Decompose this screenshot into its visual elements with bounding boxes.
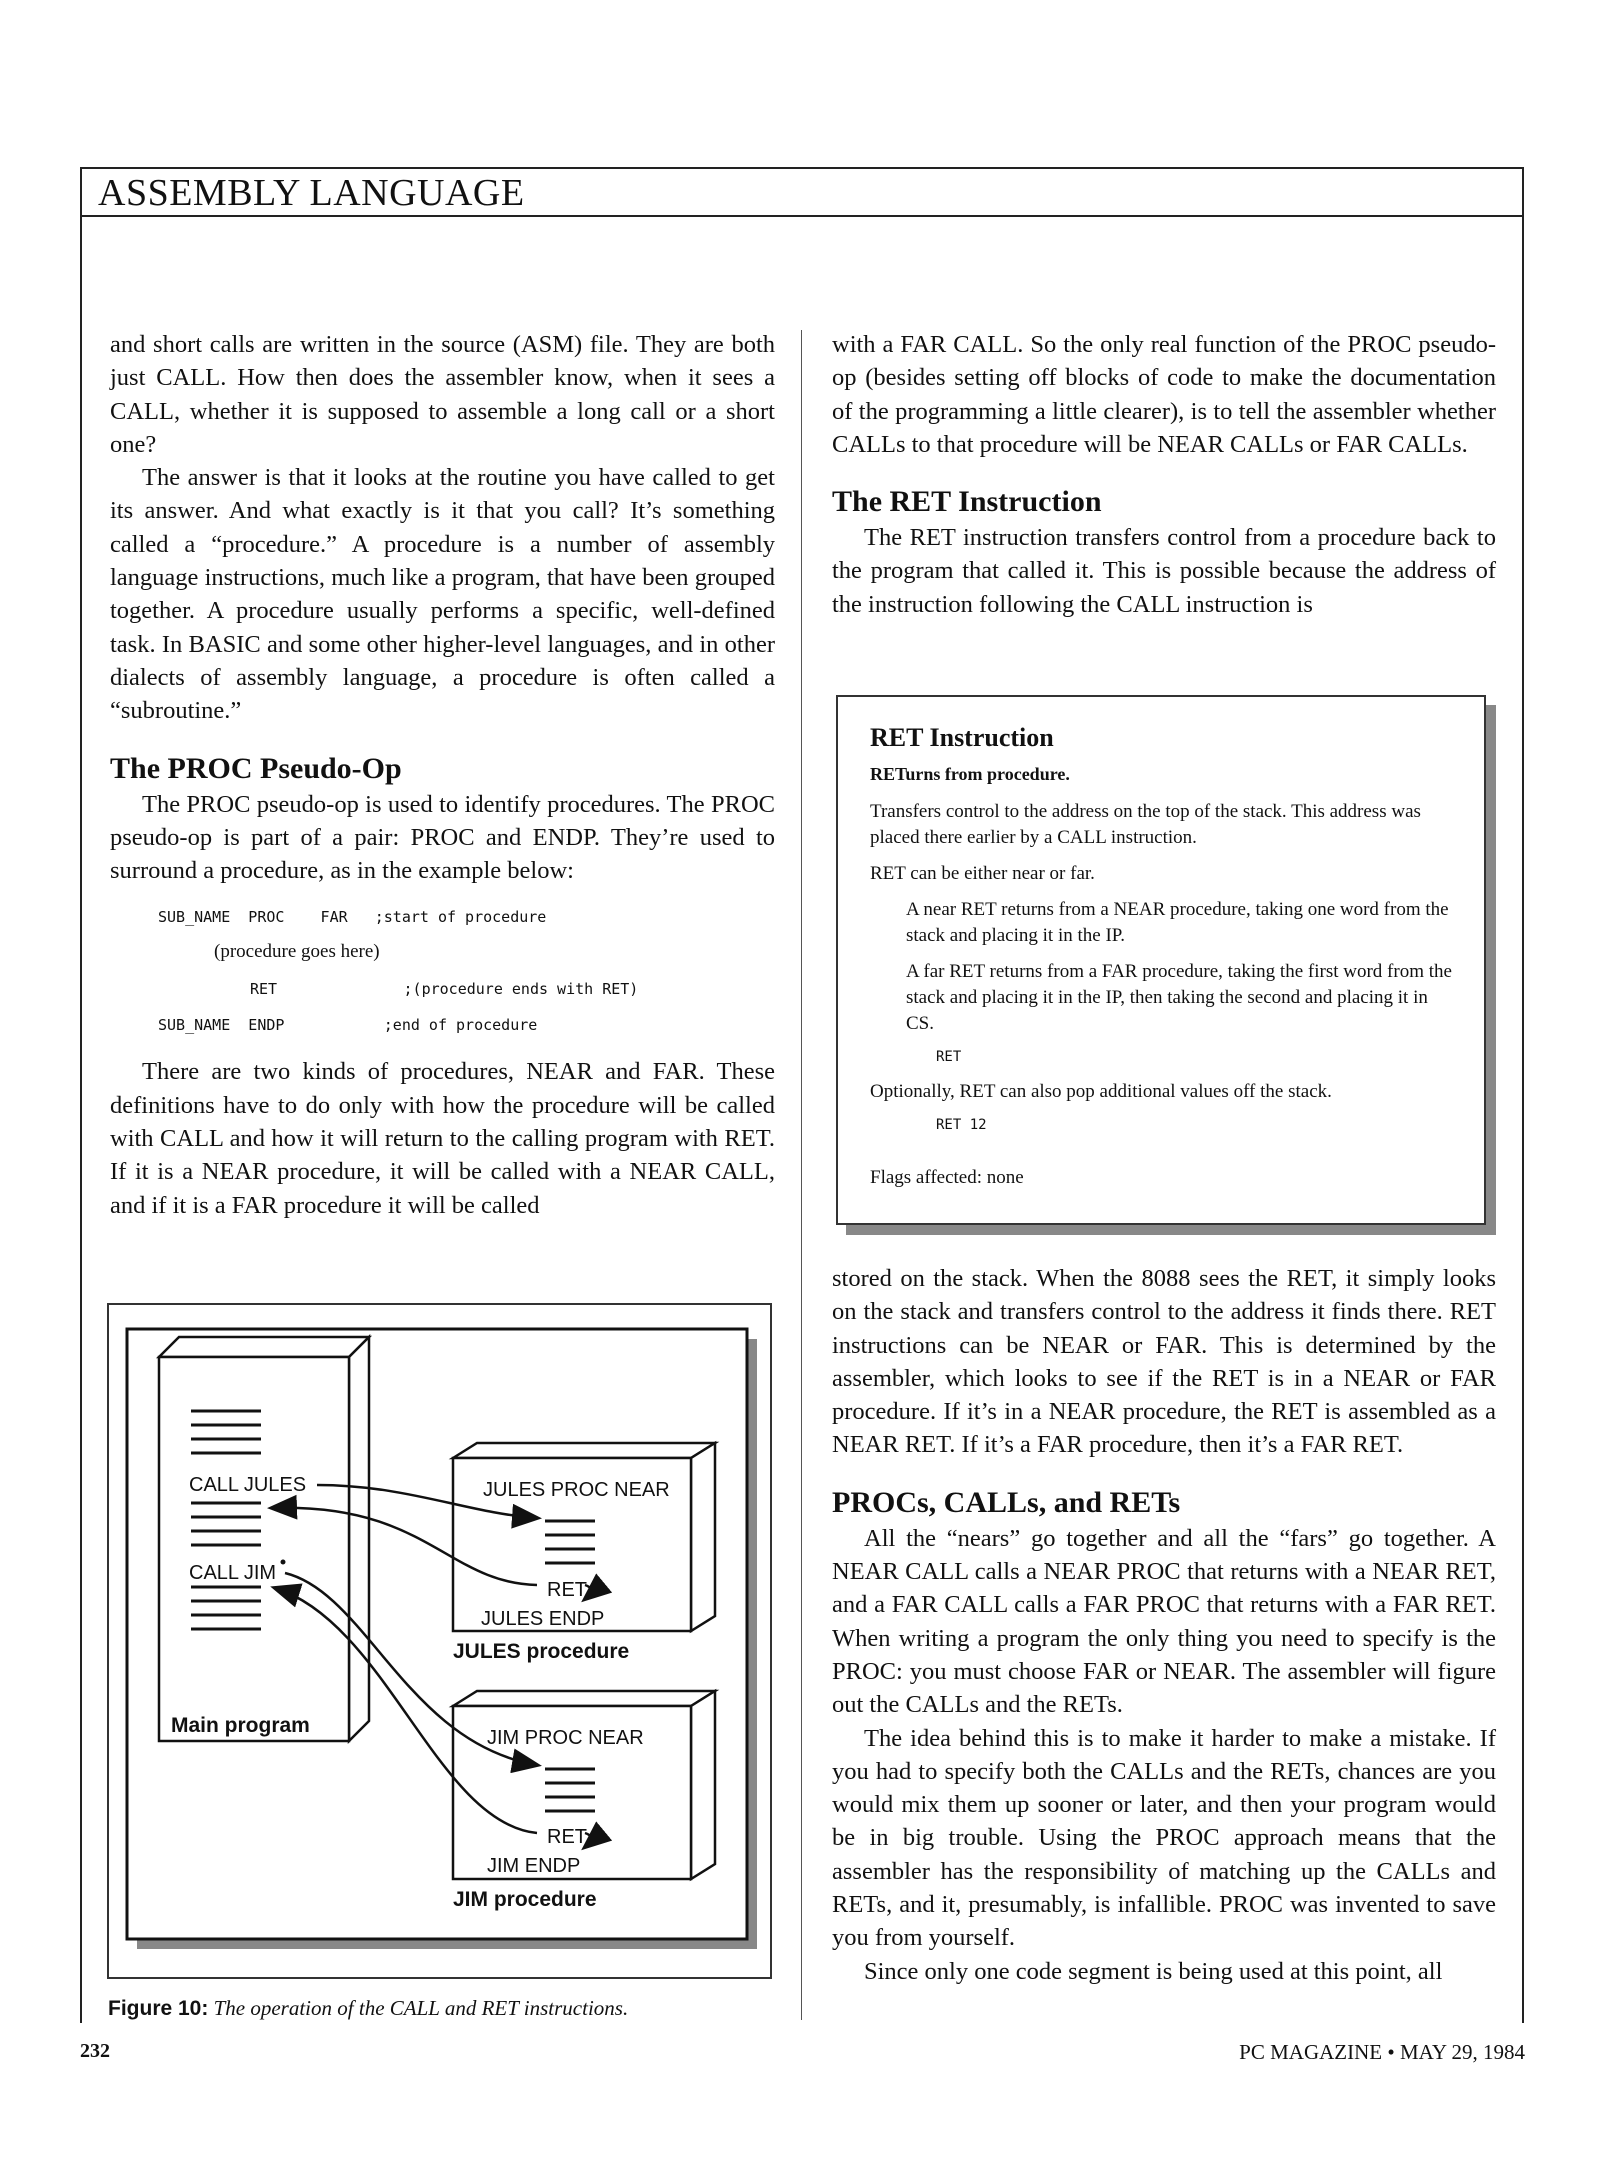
paragraph: with a FAR CALL. So the only real functi… <box>832 331 1496 458</box>
code-line: SUB_NAME ENDP ;end of procedure <box>158 1016 538 1035</box>
jim-procedure-label: JIM procedure <box>453 1888 597 1911</box>
left-column: and short calls are written in the sourc… <box>110 328 775 1222</box>
jules-proc-label: JULES PROC NEAR <box>483 1479 670 1501</box>
column-divider <box>801 330 802 2020</box>
jules-endp-label: JULES ENDP <box>481 1608 604 1630</box>
code-line: RET ;(procedure ends with RET) <box>250 980 639 999</box>
heading-proc-pseudo-op: The PROC Pseudo-Op <box>110 751 402 785</box>
jules-procedure-box: JULES PROC NEAR RET JULES ENDP <box>448 1440 720 1634</box>
call-ret-diagram: CALL JULES CALL JIM Main program JULES P… <box>125 1327 757 1949</box>
paragraph: The answer is that it looks at the routi… <box>110 464 775 725</box>
figure-caption-text: The operation of the CALL and RET instru… <box>213 1996 629 2020</box>
jim-return-arrow <box>270 1583 538 1835</box>
main-program-label: Main program <box>171 1714 310 1737</box>
figure-caption: Figure 10: The operation of the CALL and… <box>108 1996 628 2021</box>
section-title: ASSEMBLY LANGUAGE <box>98 172 525 214</box>
right-column-top: with a FAR CALL. So the only real functi… <box>832 328 1496 621</box>
section-header: ASSEMBLY LANGUAGE <box>80 167 1524 217</box>
box-text: RET can be either near or far. <box>870 863 1095 884</box>
heading-ret-instruction: The RET Instruction <box>832 485 1102 519</box>
paragraph: The idea behind this is to make it harde… <box>832 1724 1496 1952</box>
call-jim-label: CALL JIM <box>189 1562 276 1584</box>
jules-ret-label: RET <box>547 1579 587 1601</box>
jules-procedure-label: JULES procedure <box>453 1640 629 1663</box>
box-title: RET Instruction <box>870 723 1054 752</box>
box-text: A near RET returns from a NEAR procedure… <box>906 899 1449 946</box>
box-flags: Flags affected: none <box>870 1167 1024 1188</box>
box-code: RET 12 <box>936 1117 987 1133</box>
paragraph: There are two kinds of procedures, NEAR … <box>110 1058 775 1219</box>
code-comment: (procedure goes here) <box>214 941 380 963</box>
paragraph: All the “nears” go together and all the … <box>832 1524 1496 1719</box>
paragraph: The RET instruction transfers control fr… <box>832 524 1496 618</box>
jules-return-arrow <box>267 1494 538 1587</box>
box-text: Optionally, RET can also pop additional … <box>870 1081 1332 1102</box>
paragraph: stored on the stack. When the 8088 sees … <box>832 1265 1496 1459</box>
code-line: SUB_NAME PROC FAR ;start of procedure <box>158 908 547 927</box>
call-jim-arrow <box>284 1571 542 1774</box>
paragraph: and short calls are written in the sourc… <box>110 331 775 458</box>
box-code: RET <box>936 1049 962 1065</box>
heading-procs-calls-rets: PROCs, CALLs, and RETs <box>832 1485 1181 1519</box>
jim-endp-label: JIM ENDP <box>487 1855 580 1877</box>
main-program-box: CALL JULES CALL JIM <box>155 1333 373 1745</box>
magazine-footer: PC MAGAZINE • MAY 29, 1984 <box>1239 2040 1525 2064</box>
paragraph: Since only one code segment is being use… <box>864 1957 1443 1985</box>
call-jules-arrow <box>316 1483 542 1529</box>
right-column-bottom: stored on the stack. When the 8088 sees … <box>832 1262 1496 1988</box>
paragraph: The PROC pseudo-op is used to identify p… <box>110 790 775 885</box>
box-text: Transfers control to the address on the … <box>870 801 1421 848</box>
box-subtitle: RETurns from procedure. <box>870 764 1070 784</box>
ret-instruction-box: RET Instruction RETurns from procedure. … <box>836 695 1486 1225</box>
jim-proc-label: JIM PROC NEAR <box>487 1727 644 1749</box>
page-number: 232 <box>80 2040 110 2062</box>
figure-frame <box>107 1303 772 1979</box>
figure-caption-label: Figure 10: <box>108 1997 209 2020</box>
call-jules-label: CALL JULES <box>189 1474 306 1496</box>
jim-ret-label: RET <box>547 1826 587 1848</box>
box-text: A far RET returns from a FAR procedure, … <box>906 961 1452 1034</box>
jim-procedure-box: JIM PROC NEAR RET JIM ENDP <box>448 1688 720 1882</box>
